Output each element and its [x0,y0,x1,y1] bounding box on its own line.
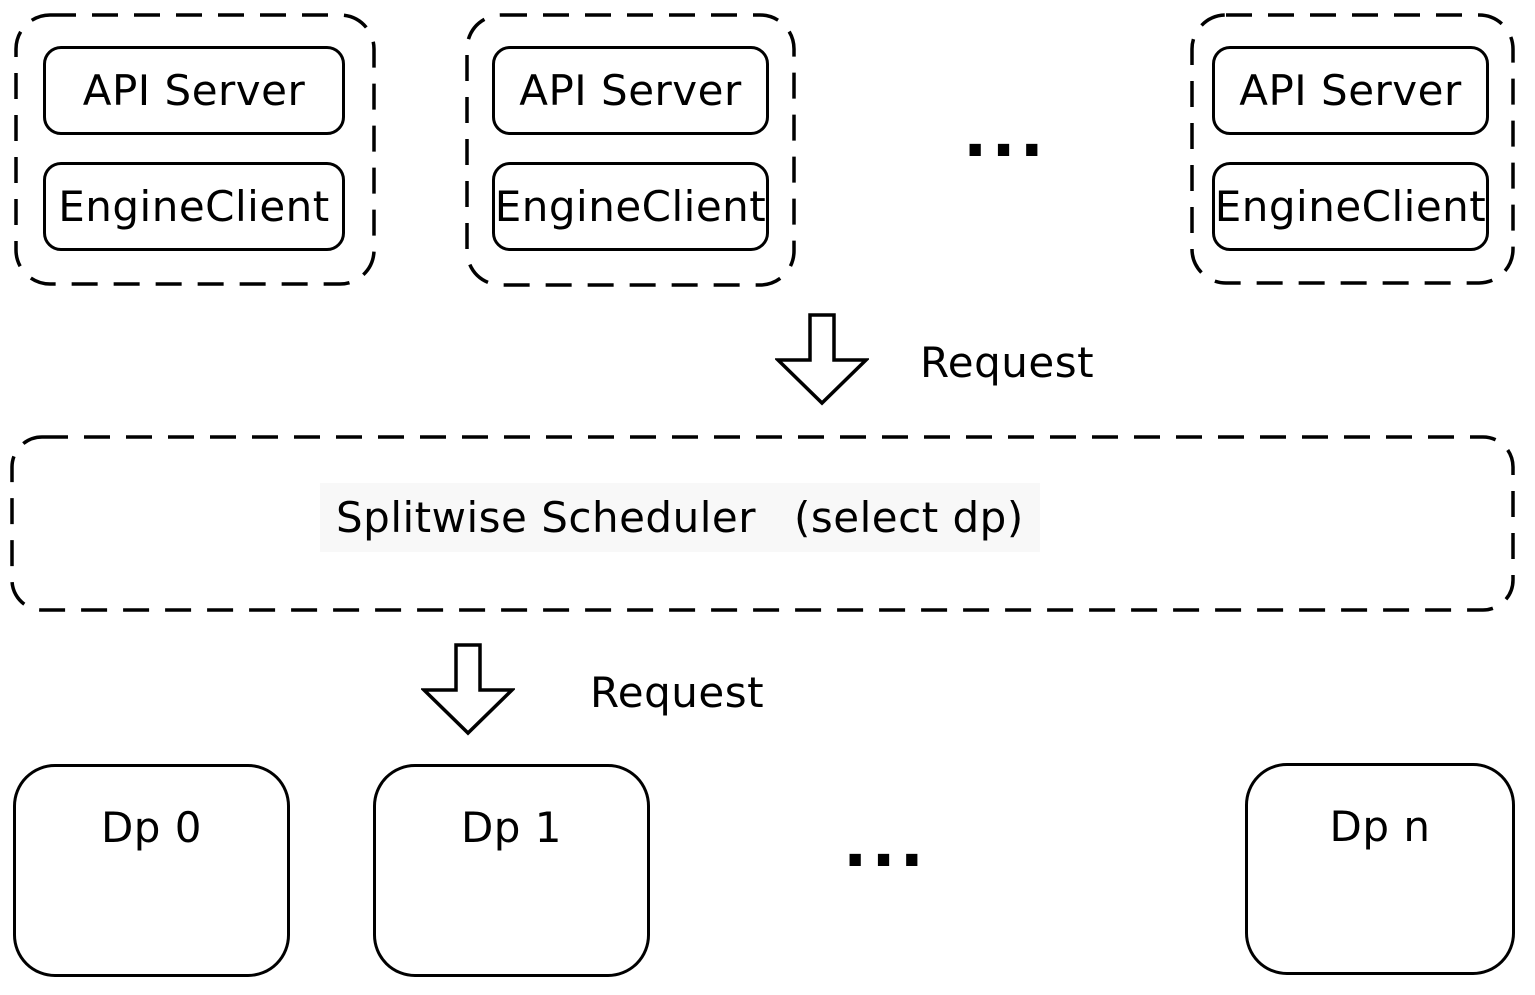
api-server-box: API Server [1212,46,1489,135]
api-server-label: API Server [1239,66,1462,115]
down-arrow-icon [775,313,869,406]
dashed-border [14,13,376,286]
engine-client-label: EngineClient [1214,182,1487,231]
dp-node: Dp 1 [373,764,650,977]
dashed-border [1190,13,1515,285]
dashed-border [10,435,1515,612]
dp-node: Dp 0 [13,764,290,977]
top-ellipsis: ... [963,98,1048,172]
engine-client-label: EngineClient [58,182,330,231]
engine-client-box: EngineClient [1212,162,1489,251]
scheduler-text: Splitwise Scheduler (select dp) [320,483,1040,552]
api-server-label: API Server [519,66,742,115]
engine-client-label: EngineClient [494,182,767,231]
request-label: Request [920,338,1095,387]
request-label: Request [590,668,765,717]
engine-client-box: EngineClient [43,162,345,251]
dp-node-label: Dp 0 [100,803,203,852]
bottom-ellipsis: ... [843,808,928,882]
scheduler-note: (select dp) [793,493,1024,542]
api-group: API Server EngineClient [465,13,796,287]
engine-client-box: EngineClient [492,162,769,251]
dp-node-label: Dp 1 [460,803,563,852]
down-arrow-icon [421,643,515,736]
api-server-box: API Server [492,46,769,135]
api-group: API Server EngineClient [1190,13,1515,285]
api-group: API Server EngineClient [14,13,376,286]
dp-node-label: Dp n [1329,802,1431,851]
scheduler-title: Splitwise Scheduler [336,493,756,542]
scheduler-box: Splitwise Scheduler (select dp) [10,435,1515,612]
api-server-label: API Server [82,66,306,115]
dashed-border [465,13,796,287]
dp-node: Dp n [1245,763,1515,975]
api-server-box: API Server [43,46,345,135]
